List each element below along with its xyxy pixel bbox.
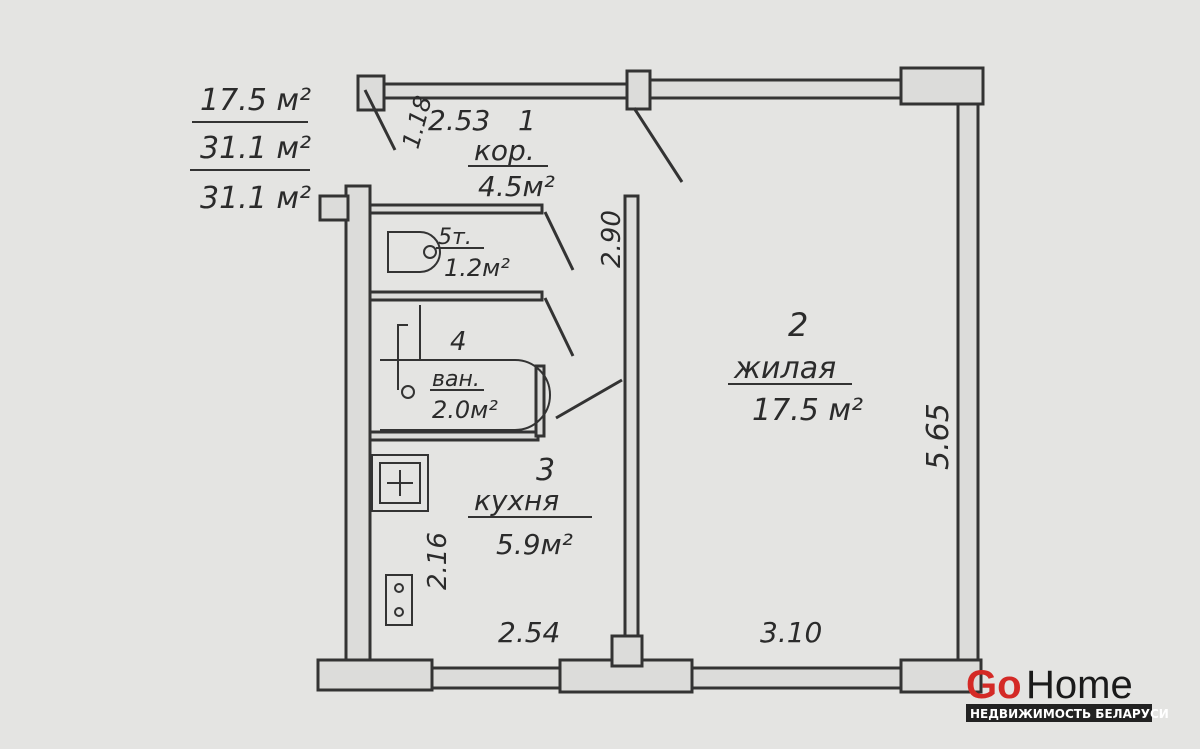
- svg-text:2.90: 2.90: [597, 210, 627, 268]
- room-4-area: 2.0м²: [432, 396, 498, 424]
- room-3-number: 3: [536, 453, 555, 488]
- fixtures: [371, 231, 551, 626]
- room-1-name: кор.: [474, 134, 535, 167]
- svg-text:2.16: 2.16: [423, 532, 453, 590]
- svg-text:2.53: 2.53: [428, 104, 490, 137]
- room-3-area: 5.9м²: [496, 528, 573, 561]
- svg-text:3.10: 3.10: [760, 616, 822, 649]
- svg-text:2.54: 2.54: [498, 616, 560, 649]
- gohome-watermark: Go Home НЕДВИЖИМОСТЬ БЕЛАРУСИ: [966, 663, 1169, 722]
- watermark-go: Go: [966, 663, 1022, 707]
- sink-icon: [371, 454, 429, 512]
- room-5-area: 1.2м²: [444, 254, 510, 282]
- living-area: 17.5 м²: [200, 83, 311, 118]
- room-5-name: 5т.: [438, 225, 472, 250]
- room-labels: 2.53 1 кор. 4.5м² 1.18 5т. 1.2м² 4 ван. …: [397, 93, 956, 649]
- area-summary: 17.5 м² 31.1 м² 31.1 м²: [190, 83, 311, 216]
- total-area-2: 31.1 м²: [200, 181, 311, 216]
- toilet-icon: [387, 231, 441, 273]
- room-3-name: кухня: [474, 484, 559, 517]
- svg-text:5.65: 5.65: [921, 403, 956, 470]
- total-area: 31.1 м²: [200, 131, 311, 166]
- room-2-area: 17.5 м²: [752, 393, 863, 428]
- room-2-number: 2: [788, 306, 808, 344]
- stove-icon: [385, 574, 413, 626]
- room-2-name: жилая: [733, 351, 836, 386]
- walls: [316, 66, 985, 694]
- watermark-home: Home: [1026, 663, 1133, 707]
- room-1-area: 4.5м²: [478, 170, 555, 203]
- bathtub-icon: [380, 359, 551, 431]
- room-4-name: ван.: [432, 367, 480, 392]
- watermark-tagline: НЕДВИЖИМОСТЬ БЕЛАРУСИ: [970, 707, 1169, 721]
- room-4-number: 4: [450, 327, 467, 357]
- room-1-number: 1: [518, 104, 536, 137]
- svg-text:1.18: 1.18: [397, 93, 438, 152]
